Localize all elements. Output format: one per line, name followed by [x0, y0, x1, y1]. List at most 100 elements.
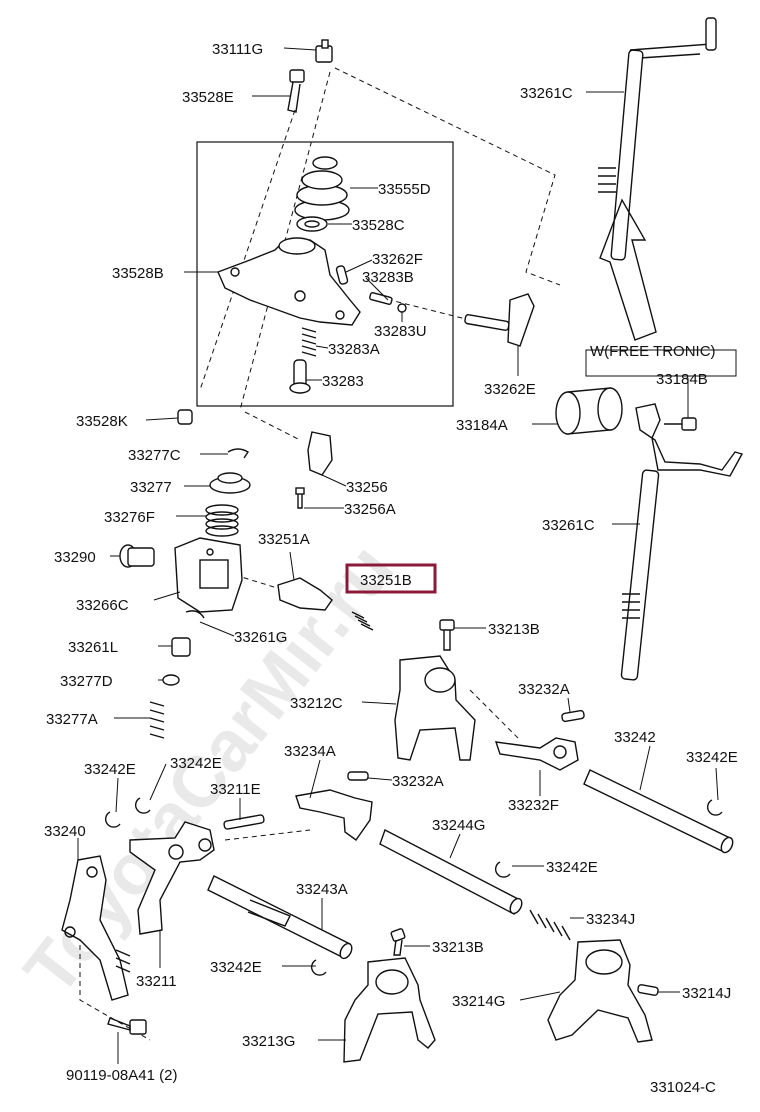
label-33261c-top[interactable]: 33261C	[520, 85, 573, 102]
label-33211e[interactable]: 33211E	[210, 781, 261, 798]
label-33213b-top[interactable]: 33213B	[488, 621, 540, 638]
spring-33251b	[351, 611, 374, 631]
pin-33232a-mid	[347, 771, 369, 781]
label-33528c[interactable]: 33528C	[352, 217, 405, 234]
ball-33283u	[397, 303, 407, 313]
shaft-33243a	[207, 875, 353, 960]
label-33277[interactable]: 33277	[130, 479, 172, 496]
label-33261l[interactable]: 33261L	[68, 639, 118, 656]
label-33232a-mid[interactable]: 33232A	[392, 773, 444, 790]
clip-33242e-right	[706, 799, 723, 816]
label-33290[interactable]: 33290	[54, 549, 96, 566]
bushing-33528c	[296, 216, 328, 232]
label-33266c[interactable]: 33266C	[76, 597, 129, 614]
label-33242e-left2[interactable]: 33242E	[170, 755, 222, 772]
shift-boot	[294, 156, 350, 221]
pin-33214j	[637, 984, 659, 996]
part-labels: 33111G 33528E 33555D 33528C 33528B 33262…	[44, 41, 738, 1096]
label-33242e-left1[interactable]: 33242E	[84, 761, 136, 778]
pin-33283b	[369, 292, 393, 305]
lever-assembly-33240	[61, 855, 131, 1001]
clip-33242e-bottom	[310, 959, 327, 976]
label-33184a[interactable]: 33184A	[456, 417, 508, 434]
shift-housing	[217, 237, 361, 326]
label-90119[interactable]: 90119-08A41 (2)	[66, 1067, 177, 1084]
spring-33276f	[205, 504, 239, 537]
label-33242e-right[interactable]: 33242E	[686, 749, 738, 766]
label-33251b[interactable]: 33251B	[360, 572, 412, 589]
clip-33242e-mid	[494, 861, 511, 878]
shaft-33242	[583, 769, 734, 854]
label-33111g[interactable]: 33111G	[212, 41, 263, 58]
breather-cap	[315, 39, 333, 63]
label-33256a[interactable]: 33256A	[344, 501, 396, 518]
label-33276f[interactable]: 33276F	[104, 509, 155, 526]
label-33214j[interactable]: 33214J	[682, 985, 731, 1002]
label-33261c-mid[interactable]: 33261C	[542, 517, 595, 534]
label-33244g[interactable]: 33244G	[432, 817, 485, 834]
bolt-33213b-top	[439, 619, 455, 651]
bolt-33528e	[287, 69, 305, 113]
label-33251a[interactable]: 33251A	[258, 531, 310, 548]
label-33243a[interactable]: 33243A	[296, 881, 348, 898]
assembly-box	[196, 141, 454, 407]
lever-33211	[129, 821, 215, 935]
label-33262e[interactable]: 33262E	[484, 381, 536, 398]
label-33283u[interactable]: 33283U	[374, 323, 427, 340]
label-33240[interactable]: 33240	[44, 823, 86, 840]
label-33261g[interactable]: 33261G	[234, 629, 287, 646]
selector-housing	[174, 537, 243, 613]
label-33184b[interactable]: 33184B	[656, 371, 708, 388]
shift-fork-33214g	[547, 939, 653, 1043]
label-33234j[interactable]: 33234J	[586, 911, 635, 928]
label-33234a[interactable]: 33234A	[284, 743, 336, 760]
spring-33283a	[301, 327, 317, 357]
label-33528e[interactable]: 33528E	[182, 89, 234, 106]
label-33528k[interactable]: 33528K	[76, 413, 128, 430]
label-33283a[interactable]: 33283A	[328, 341, 380, 358]
seat-33277	[209, 472, 251, 494]
label-33242e-bottom[interactable]: 33242E	[210, 959, 262, 976]
label-33283b[interactable]: 33283B	[362, 269, 414, 286]
lever-33234a	[295, 789, 373, 841]
pin-33232a-right	[561, 709, 585, 723]
label-33232f[interactable]: 33232F	[508, 797, 559, 814]
label-33242e-mid[interactable]: 33242E	[546, 859, 598, 876]
spring-33277a	[149, 701, 165, 739]
shift-shaft-lower	[620, 403, 744, 681]
label-33277a[interactable]: 33277A	[46, 711, 98, 728]
leader-lines	[77, 47, 719, 1064]
label-33277c[interactable]: 33277C	[128, 447, 181, 464]
label-33213b-bottom[interactable]: 33213B	[432, 939, 484, 956]
label-33256[interactable]: 33256	[346, 479, 388, 496]
lever-33256	[307, 431, 333, 476]
clip-33242e-left2	[134, 797, 151, 814]
plunger-33283	[289, 359, 311, 394]
label-33211[interactable]: 33211	[136, 973, 177, 990]
label-33242[interactable]: 33242	[614, 729, 656, 746]
inner-lever-33251a	[277, 577, 333, 611]
direction-arrow	[599, 198, 657, 341]
label-free-tronic: W(FREE TRONIC)	[590, 343, 716, 360]
label-33528b[interactable]: 33528B	[112, 265, 164, 282]
figure-code: 331024-C	[650, 1079, 716, 1096]
label-33212c[interactable]: 33212C	[290, 695, 343, 712]
plug-33290	[119, 544, 155, 568]
shift-fork-33212c	[394, 655, 476, 761]
bolt-90119	[107, 1017, 147, 1035]
lever-33262e	[464, 293, 535, 347]
label-33213g[interactable]: 33213G	[242, 1033, 295, 1050]
label-33277d[interactable]: 33277D	[60, 673, 113, 690]
free-tronic-bracket	[585, 349, 737, 377]
label-33555d[interactable]: 33555D	[378, 181, 431, 198]
bolt-33213b-bottom	[390, 928, 406, 956]
label-33262f[interactable]: 33262F	[372, 251, 423, 268]
shift-fork-33213g	[343, 957, 436, 1063]
lever-33232f	[494, 737, 579, 771]
washer-33277d	[162, 674, 180, 686]
label-33283[interactable]: 33283	[322, 373, 364, 390]
label-33232a-right[interactable]: 33232A	[518, 681, 570, 698]
bushing-33261l	[171, 637, 191, 657]
label-33214g[interactable]: 33214G	[452, 993, 505, 1010]
